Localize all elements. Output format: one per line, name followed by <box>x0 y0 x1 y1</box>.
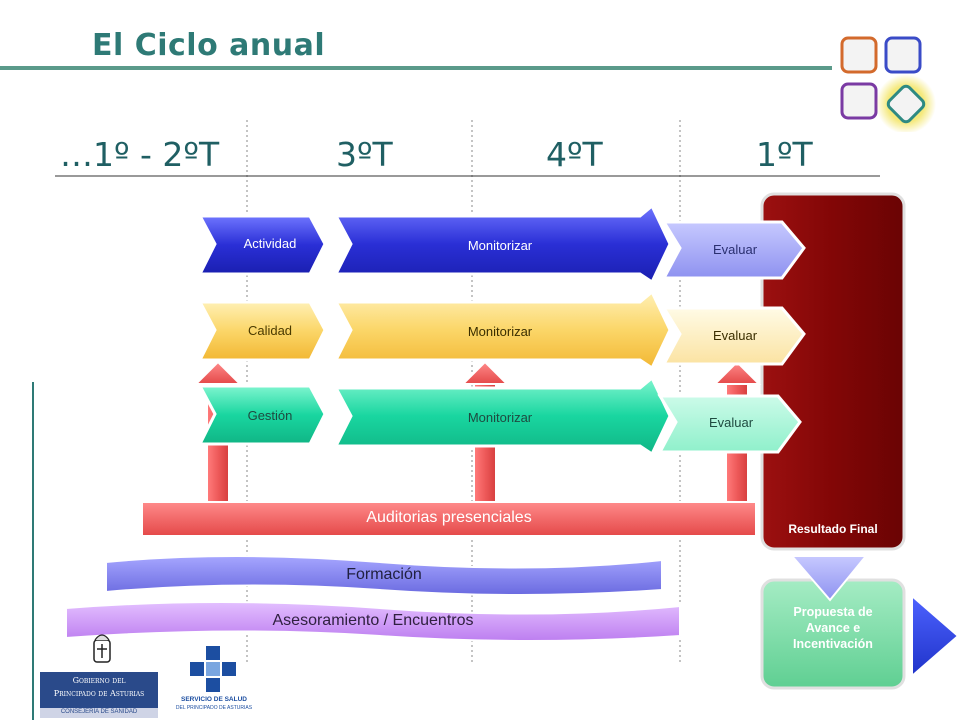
asesoramiento-band <box>65 601 681 642</box>
auditorias-label: Auditorias presenciales <box>366 509 532 526</box>
asturias-logo-line2: Principado de Asturias <box>53 689 145 698</box>
row-actividad-monitor-label: Monitorizar <box>467 238 533 253</box>
formacion-band <box>105 555 663 596</box>
row-calidad-monitor-label: Monitorizar <box>467 324 533 339</box>
row-calidad-evaluar-label: Evaluar <box>712 328 758 343</box>
row-calidad-monitor-arrow <box>333 289 672 371</box>
row-gestion-start-chevron <box>197 384 327 446</box>
result-final-label: Resultado Final <box>788 522 878 536</box>
sespa-logo-line1: SERVICIO DE SALUD <box>181 696 247 703</box>
row-gestion-evaluar-chevron <box>657 394 802 454</box>
column-label-1-2t: …1º - 2ºT <box>60 135 220 174</box>
asturias-logo-line3: CONSEJERÍA DE SANIDAD <box>60 709 138 715</box>
formacion-label: Formación <box>346 566 422 583</box>
square-purple <box>840 82 878 120</box>
asturias-logo-panel <box>40 672 158 708</box>
row-gestion-monitor-label: Monitorizar <box>467 410 533 425</box>
auditorias-band <box>141 501 757 537</box>
asturias-crest-logo <box>93 634 111 663</box>
row-actividad-evaluar-label: Evaluar <box>712 242 758 257</box>
square-orange <box>840 36 878 74</box>
column-label-4t: 4ºT <box>546 135 603 174</box>
row-calidad-start-chevron <box>197 300 327 362</box>
row-actividad-monitor-arrow <box>333 203 672 285</box>
down-triangle <box>789 555 869 602</box>
proposal-label: Propuesta de Avance e Incentivación <box>793 605 873 651</box>
asturias-logo-footer <box>40 708 158 718</box>
header-rule <box>0 66 832 70</box>
row-gestion-monitor-arrow <box>333 375 672 457</box>
page-title: El Ciclo anual <box>92 28 326 63</box>
sespa-cross-logo <box>190 646 236 692</box>
sespa-logo-line2: DEL PRINCIPADO DE ASTURIAS <box>175 705 253 711</box>
row-actividad-evaluar-chevron <box>661 220 806 280</box>
asesoramiento-label: Asesoramiento / Encuentros <box>272 612 474 629</box>
square-blue <box>884 36 922 74</box>
asturias-logo-line1: Gobierno del <box>72 676 126 685</box>
row-actividad-start-chevron <box>197 214 327 276</box>
row-actividad-label: Actividad <box>243 236 297 251</box>
result-final-box <box>760 192 906 551</box>
row-calidad-label: Calidad <box>247 323 293 338</box>
column-label-3t: 3ºT <box>336 135 393 174</box>
row-gestion-label: Gestión <box>247 408 293 423</box>
play-arrow <box>911 593 960 679</box>
decorative-squares <box>840 36 936 132</box>
square-teal-diamond <box>886 84 926 124</box>
row-calidad-evaluar-chevron <box>661 306 806 366</box>
row-gestion-evaluar-label: Evaluar <box>708 415 754 430</box>
column-label-1t: 1ºT <box>756 135 813 174</box>
